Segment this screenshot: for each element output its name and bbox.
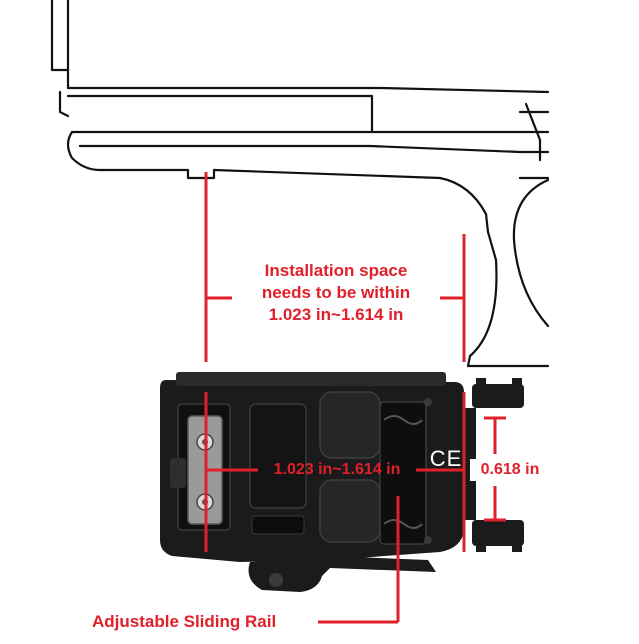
installation-space-label: Installation space needs to be within 1.… (232, 260, 440, 326)
edge-screw-top-icon (424, 398, 432, 406)
edge-screw-bottom-icon (424, 536, 432, 544)
rail-knob-icon (269, 573, 283, 587)
device-left-tab (170, 458, 186, 488)
sliding-rail (248, 556, 436, 592)
slide-body (66, 68, 550, 94)
trigger-guard (466, 230, 550, 368)
width-range-label: 1.023 in~1.614 in (273, 461, 401, 478)
device-right-block-bottom (319, 479, 381, 543)
slide-rear-serration (518, 102, 550, 180)
sliding-rail-label: Adjustable Sliding Rail (92, 612, 277, 631)
device-dimensions (204, 392, 506, 624)
dust-cover (66, 130, 490, 234)
device-bottom-slot (251, 515, 305, 535)
device-top-plate (176, 372, 446, 386)
installation-line-2: needs to be within (261, 283, 411, 302)
ce-mark: CE (429, 446, 463, 471)
trigger-guard-inner (512, 178, 550, 328)
installation-line-1: Installation space (264, 261, 408, 280)
slide-top (50, 0, 70, 72)
dust-cover-inner (78, 144, 522, 154)
device-center-slot (249, 403, 307, 509)
frame-upper-line (58, 90, 70, 118)
height-value-label: 0.618 in (470, 459, 550, 481)
device-right-block-top (319, 391, 381, 459)
installation-line-3: 1.023 in~1.614 in (268, 305, 404, 324)
rail-lug-bottom (472, 520, 524, 546)
device-clamp (379, 401, 427, 545)
pistol-outline (50, 0, 550, 368)
installation-dimension (204, 172, 466, 362)
light-device (160, 372, 524, 592)
frame-front (66, 94, 374, 134)
